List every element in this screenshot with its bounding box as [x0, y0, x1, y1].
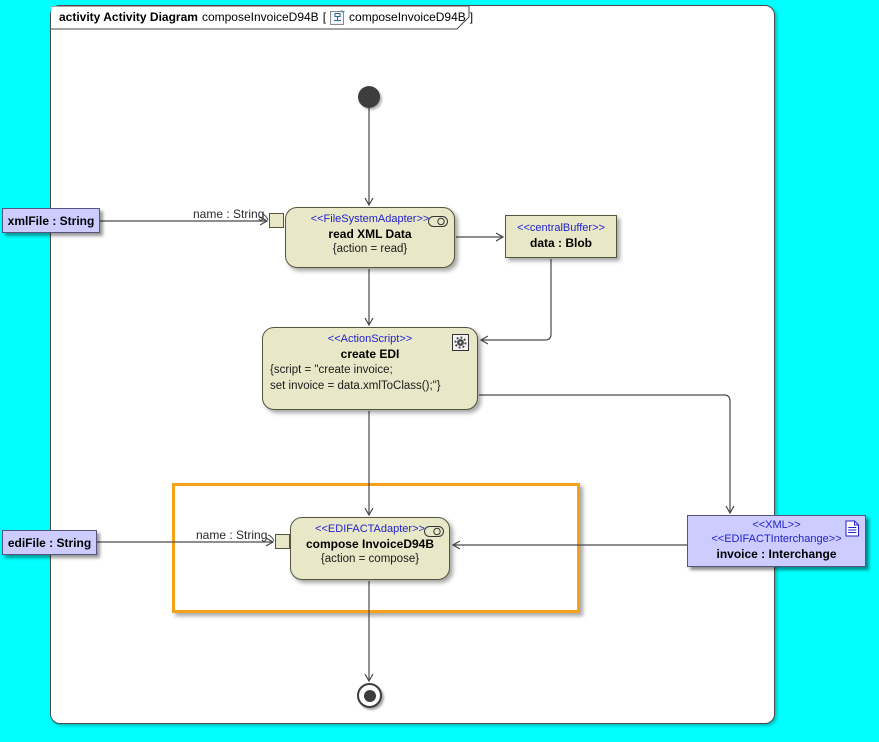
script-line-2: set invoice = data.xmlToClass();"} — [270, 380, 441, 392]
stereotype-label: <<EDIFACTInterchange>> — [711, 533, 842, 545]
variable-label: ediFile : String — [7, 535, 92, 550]
stereotype-label: <<FileSystemAdapter>> — [310, 213, 430, 225]
pin-label-name-string-top: name : String — [193, 207, 265, 221]
selection-highlight — [172, 483, 580, 613]
action-constraint: {action = read} — [332, 243, 408, 255]
central-buffer-data-blob[interactable]: <<centralBuffer>> data : Blob — [505, 215, 617, 258]
frame-bracket-close: ] — [469, 10, 474, 24]
script-line-1: {script = "create invoice; — [270, 364, 393, 376]
variable-label: xmlFile : String — [7, 213, 95, 228]
action-name: create EDI — [340, 347, 400, 361]
action-compose-invoice[interactable]: <<EDIFACTAdapter>> compose InvoiceD94B {… — [290, 517, 450, 580]
input-pin-compose[interactable] — [275, 534, 290, 549]
action-constraint: {action = compose} — [320, 553, 420, 565]
frame-keyword: activity Activity Diagram — [59, 10, 198, 24]
final-node-dot — [363, 689, 376, 702]
object-invoice-interchange[interactable]: <<XML>> <<EDIFACTInterchange>> invoice :… — [687, 515, 866, 567]
adapter-icon — [424, 524, 444, 542]
object-name: invoice : Interchange — [716, 547, 837, 561]
action-name: read XML Data — [328, 227, 412, 241]
action-create-edi[interactable]: <<ActionScript>> create EDI {script = "c… — [262, 327, 478, 410]
variable-xmlfile[interactable]: xmlFile : String — [2, 208, 100, 233]
action-name: compose InvoiceD94B — [305, 537, 435, 551]
document-icon — [845, 520, 860, 542]
buffer-name: data : Blob — [530, 236, 592, 250]
activity-final-node[interactable] — [357, 683, 382, 708]
stereotype-label: <<centralBuffer>> — [517, 222, 605, 234]
adapter-icon — [428, 214, 448, 232]
diagram-icon — [330, 9, 345, 25]
initial-node[interactable] — [358, 86, 380, 108]
frame-diagram-name: composeInvoiceD94B — [201, 10, 319, 24]
frame-bracket-open: [ — [322, 10, 327, 24]
pin-label-name-string-bottom: name : String — [196, 528, 268, 542]
variable-edifile[interactable]: ediFile : String — [2, 530, 97, 555]
frame-tab — [51, 6, 470, 30]
input-pin-read[interactable] — [269, 213, 284, 228]
gear-icon — [452, 334, 469, 356]
stereotype-label: <<ActionScript>> — [327, 333, 413, 345]
action-read-xml-data[interactable]: <<FileSystemAdapter>> read XML Data {act… — [285, 207, 455, 268]
stereotype-label: <<XML>> — [752, 519, 801, 531]
frame-ref-name: composeInvoiceD94B — [349, 10, 466, 24]
frame-title: activity Activity Diagram composeInvoice… — [59, 9, 473, 25]
stereotype-label: <<EDIFACTAdapter>> — [315, 523, 425, 535]
